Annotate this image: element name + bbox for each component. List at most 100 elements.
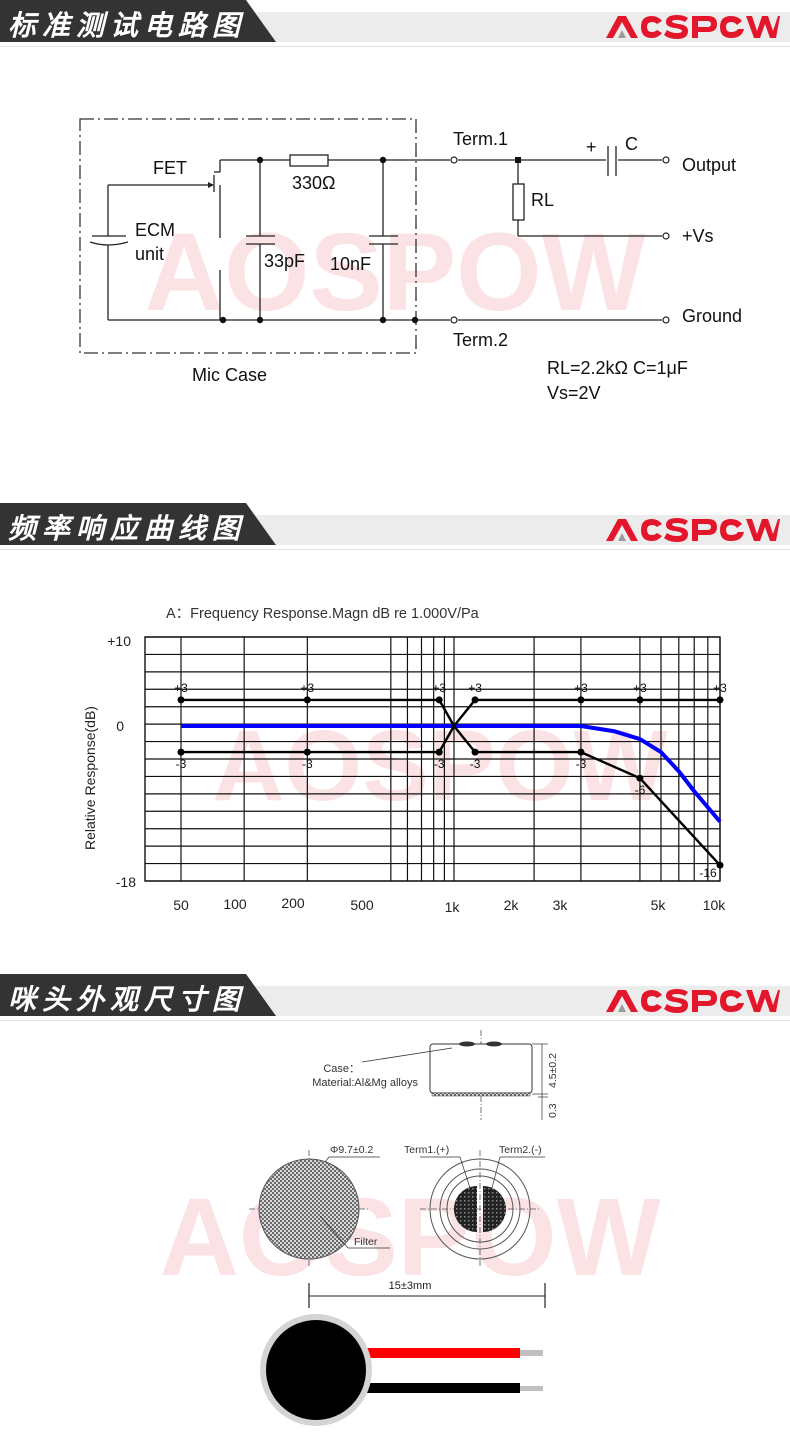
side-view: 4.5±0.2 0.3 Case： Material:Al&Mg alloys (312, 1030, 559, 1120)
front-view-filter: Φ9.7±0.2 Filter (249, 1144, 390, 1268)
resistor-label: 330Ω (292, 173, 336, 193)
limit-point-label: -3 (434, 757, 445, 771)
limit-point-label: -3 (576, 757, 587, 771)
limit-point (471, 748, 479, 756)
limit-point-label: +3 (713, 681, 727, 695)
x-tick-label: 1k (445, 899, 461, 915)
dimension-drawing: AOSPOW 4.5±0.2 0.3 Case： Material:Al&Mg … (159, 1030, 661, 1426)
lead-length-dimension: 15±3mm (308, 1280, 546, 1308)
ecm-label-1: ECM (135, 220, 175, 240)
limit-point-label: -3 (470, 757, 481, 771)
limit-point-label: +3 (468, 681, 482, 695)
ecm-label-2: unit (135, 244, 164, 264)
horizontal-gridlines (145, 636, 720, 882)
section-header-dimensions: 咪头外观尺寸图 (0, 974, 790, 1021)
limit-point (577, 696, 585, 704)
spec-line-2: Vs=2V (547, 383, 601, 403)
section-title: 标准测试电路图 (8, 9, 247, 42)
limit-point (435, 748, 443, 756)
header-rule (0, 1020, 790, 1021)
lower-limit-line (181, 724, 721, 867)
term1-label: Term1.(+) (404, 1144, 449, 1156)
limit-point (177, 696, 185, 704)
limit-point (471, 696, 479, 704)
y-tick-label: -18 (116, 874, 136, 890)
filter-label: Filter (354, 1236, 378, 1248)
watermark: AOSPOW (144, 211, 645, 334)
header-tab (0, 503, 276, 545)
fet-arrow-icon (208, 182, 214, 188)
section-header-frequency: 频率响应曲线图 (0, 503, 790, 550)
header-rule (0, 46, 790, 47)
red-wire-tip (520, 1350, 543, 1356)
term1-label: Term.1 (453, 129, 508, 149)
spec-line-1: RL=2.2kΩ C=1μF (547, 358, 688, 378)
aospow-logo (606, 15, 780, 39)
section-header-circuit: 标准测试电路图 (0, 0, 790, 47)
y-tick-label: 0 (116, 718, 124, 734)
cap-c-label: C (625, 134, 638, 154)
limit-point-label: +3 (633, 681, 647, 695)
term2-label: Term.2 (453, 330, 508, 350)
limit-point (636, 696, 644, 704)
black-wire (365, 1383, 520, 1393)
mic-body (266, 1320, 366, 1420)
limit-point-label: -3 (302, 757, 313, 771)
limit-point-label: +3 (174, 681, 188, 695)
black-wire-tip (520, 1386, 543, 1391)
chart-title: A：Frequency Response.Magn dB re 1.000V/P… (166, 606, 480, 622)
lead-length-label: 15±3mm (389, 1280, 432, 1292)
upper-limit-line (181, 698, 720, 728)
limit-point-label: -16 (699, 866, 717, 880)
ground-label: Ground (682, 306, 742, 326)
height-dimension: 4.5±0.2 (547, 1053, 559, 1088)
limit-point (303, 696, 311, 704)
vertical-gridlines (180, 637, 721, 881)
limit-point (577, 748, 585, 756)
rl-label: RL (531, 190, 554, 210)
aospow-logo (606, 989, 780, 1013)
header-rule (0, 549, 790, 550)
y-tick-label: +10 (107, 633, 131, 649)
red-wire (365, 1348, 520, 1358)
rear-view-terminals: Term1.(+) Term2.(-) (404, 1144, 545, 1268)
nominal-response-line (181, 724, 722, 823)
test-circuit-diagram: AOSPOW (79, 118, 742, 403)
cap-plus-label: + (586, 137, 597, 157)
x-tick-label: 3k (553, 897, 569, 913)
output-label: Output (682, 155, 736, 175)
section-title: 咪头外观尺寸图 (8, 983, 247, 1016)
fet-label: FET (153, 158, 187, 178)
vs-label: +Vs (682, 226, 714, 246)
x-tick-label: 5k (651, 897, 667, 913)
plot-frame (144, 636, 721, 882)
limit-point (303, 748, 311, 756)
x-tick-label: 50 (173, 897, 189, 913)
x-tick-label: 100 (223, 896, 247, 912)
limit-point (177, 748, 185, 756)
y-axis-label: Relative Response(dB) (82, 706, 98, 850)
limit-point (435, 696, 443, 704)
limit-point (716, 696, 724, 704)
frequency-response-chart: AOSPOW A：Frequency Response.Magn dB re 1… (82, 606, 727, 915)
limit-point-label: -6 (635, 783, 646, 797)
case-label: Case： (323, 1063, 360, 1075)
mic-with-leads-illustration (260, 1314, 543, 1426)
x-tick-label: 500 (350, 897, 374, 913)
x-tick-label: 10k (703, 897, 727, 913)
x-tick-label: 2k (504, 897, 520, 913)
base-dimension: 0.3 (547, 1103, 559, 1118)
section-title: 频率响应曲线图 (8, 512, 247, 545)
limit-point-label: +3 (574, 681, 588, 695)
limit-point (716, 861, 724, 869)
term2-label: Term2.(-) (499, 1144, 542, 1156)
x-tick-label: 200 (281, 895, 305, 911)
limit-point-label: +3 (432, 681, 446, 695)
limit-point (636, 774, 644, 782)
cap-10nf-label: 10nF (330, 254, 371, 274)
limit-point-label: -3 (176, 757, 187, 771)
material-label: Material:Al&Mg alloys (312, 1077, 418, 1089)
series-layer: +3+3+3+3+3+3+3-3-3-3-3-3-6-16 (174, 681, 727, 880)
watermark: AOSPOW (159, 1176, 660, 1299)
mic-case-label: Mic Case (192, 365, 267, 385)
